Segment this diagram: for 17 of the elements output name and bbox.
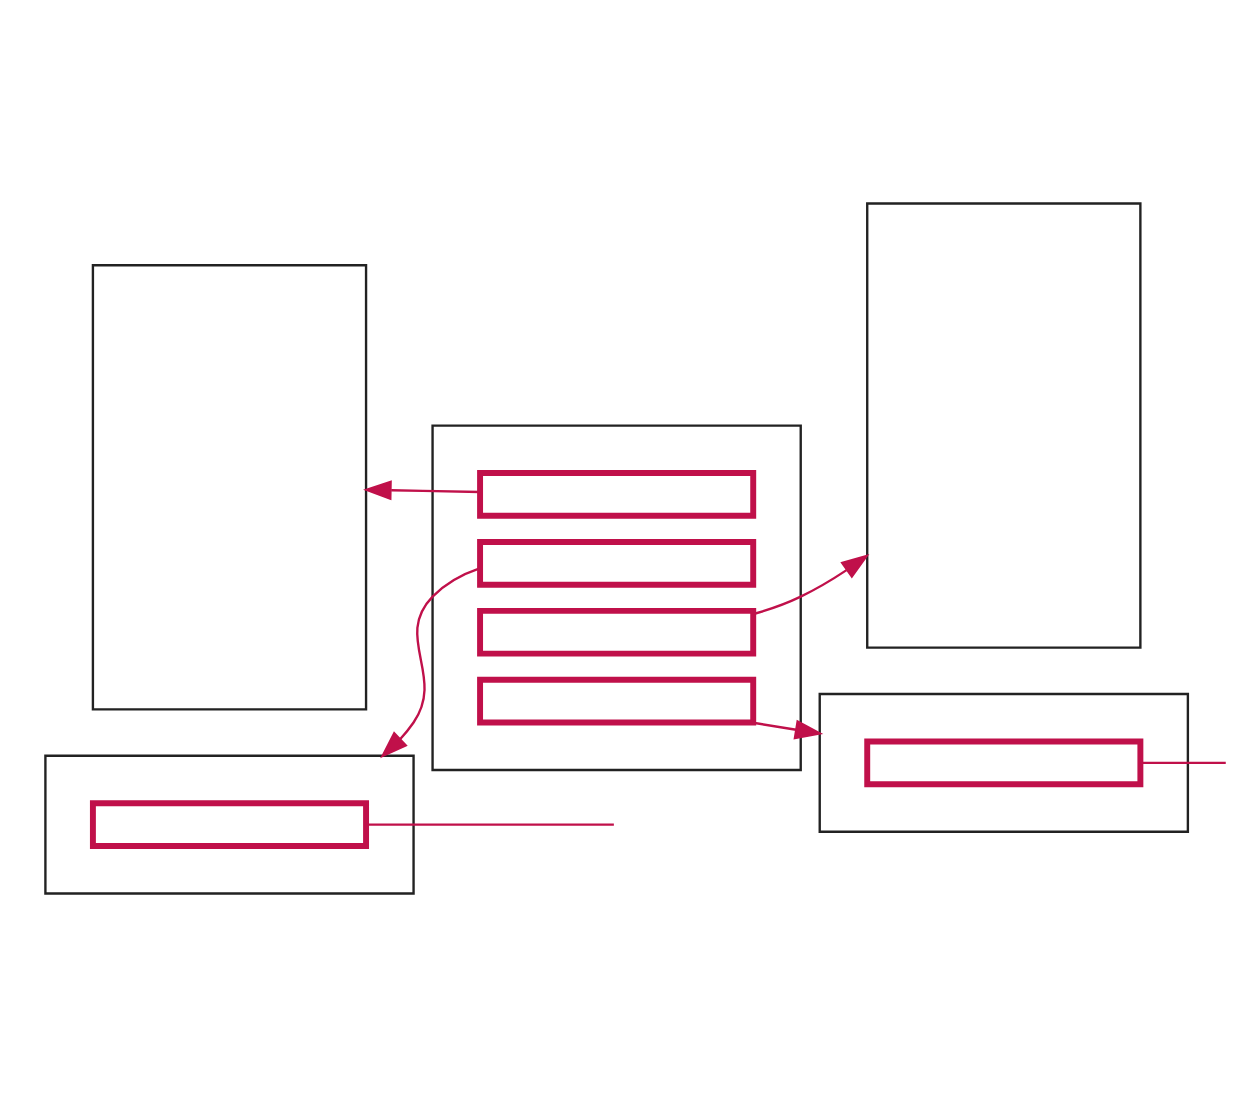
cluster <box>818 692 1190 833</box>
node-box <box>91 264 368 711</box>
node-box <box>89 800 370 849</box>
arrow <box>363 480 481 501</box>
node-box <box>866 202 1142 649</box>
node-box <box>477 607 757 657</box>
connector <box>366 823 614 826</box>
arrow <box>380 567 480 759</box>
cluster <box>44 754 415 895</box>
node-box <box>864 738 1144 788</box>
arrow <box>751 719 824 740</box>
node-box <box>477 470 757 519</box>
cluster <box>431 424 802 772</box>
node-box <box>477 539 757 588</box>
arrow <box>753 554 870 616</box>
node-box <box>477 676 757 726</box>
connector <box>1140 761 1226 765</box>
